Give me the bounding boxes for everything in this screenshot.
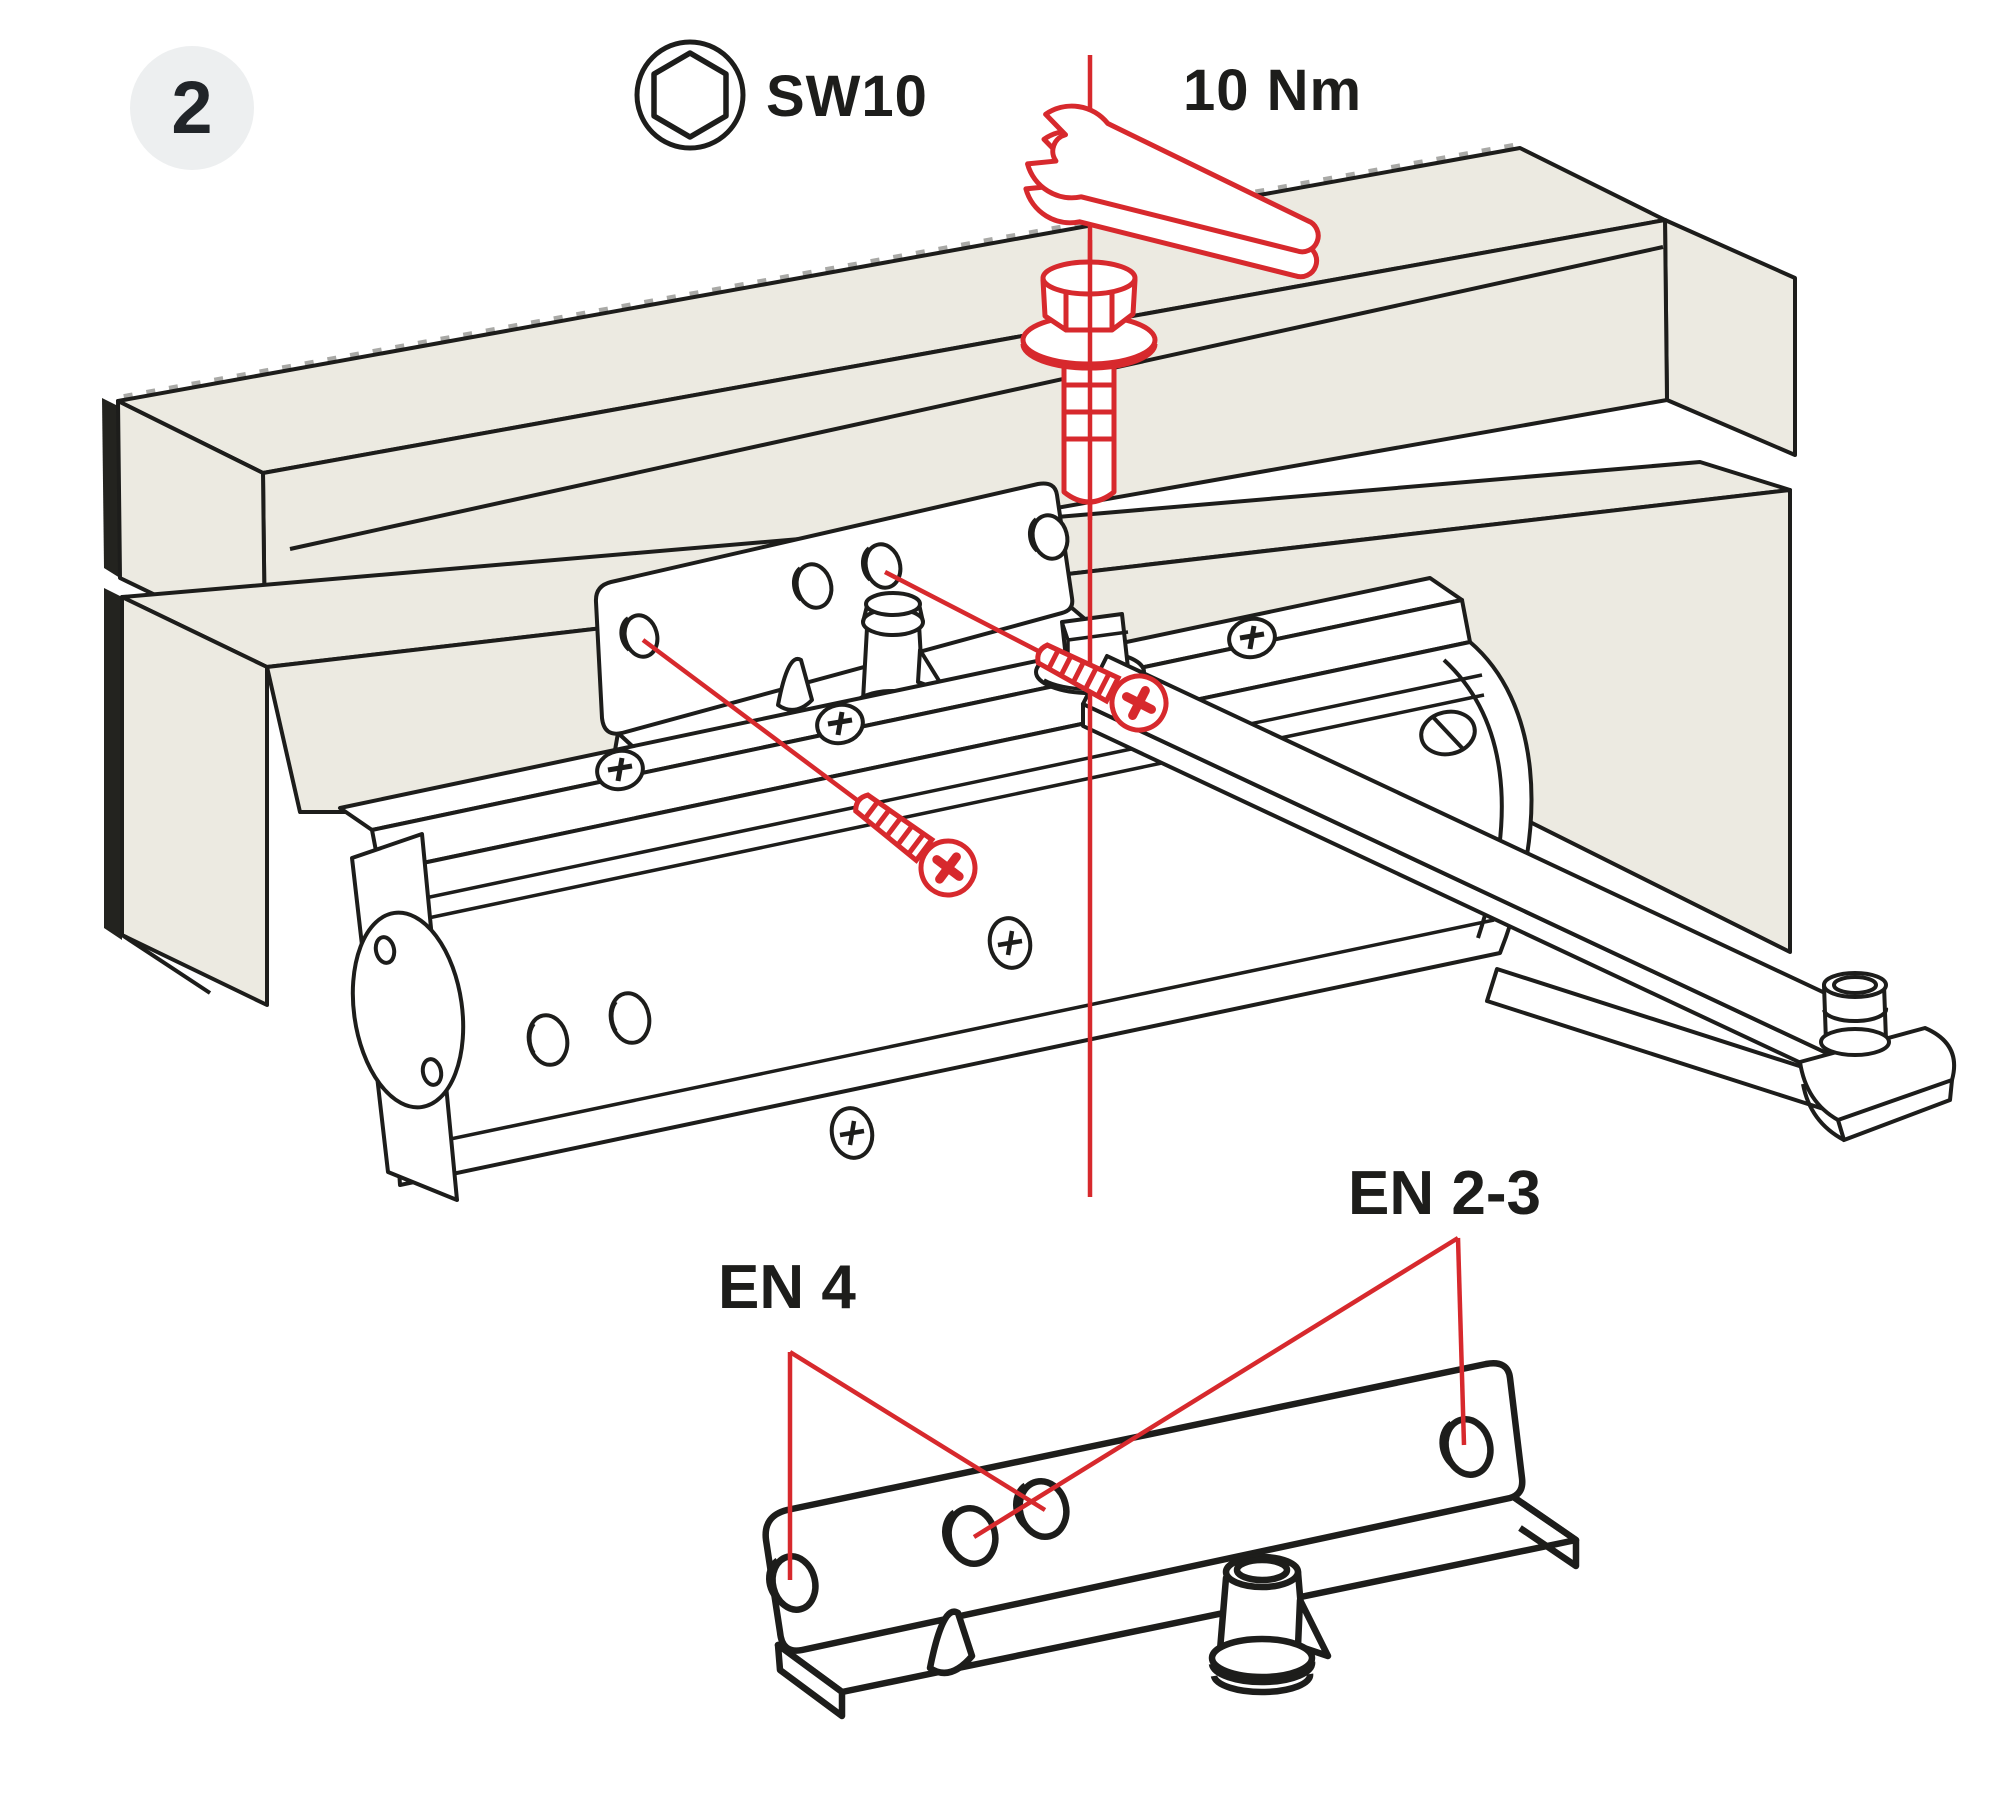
en-labels: EN 4 EN 2-3 — [718, 1159, 1541, 1580]
screw-leader-upper — [883, 570, 1169, 733]
bracket-hole-right — [1027, 513, 1070, 561]
step-badge: 2 — [130, 46, 254, 170]
bracket-hole-mid-left — [791, 562, 834, 610]
closer-face-screw-a — [829, 1106, 875, 1160]
torque-label: 10 Nm — [1183, 58, 1362, 123]
hex-socket-icon — [634, 39, 746, 151]
closer-end-cap — [350, 832, 466, 1202]
open-end-wrench-icon — [1023, 103, 1321, 280]
closer-arm — [1081, 654, 1957, 1142]
detail-pivot-pin — [1208, 1553, 1332, 1696]
bracket-detail-view — [762, 1360, 1580, 1720]
closer-screw-3 — [1227, 616, 1277, 660]
detail-hole-left — [766, 1553, 819, 1613]
arm-foot — [1798, 971, 1957, 1142]
closer-screw-2 — [815, 702, 865, 746]
label-en23: EN 2-3 — [1348, 1159, 1541, 1228]
detail-hole-mid-left — [942, 1505, 999, 1567]
screw-leader-lower — [641, 638, 978, 898]
closer-face-screw-b — [987, 916, 1033, 970]
label-en4: EN 4 — [718, 1253, 856, 1322]
closer-screw-1 — [595, 748, 645, 792]
socket-size-label: SW10 — [766, 64, 928, 129]
closer-valve-screw — [1419, 709, 1477, 757]
step-number: 2 — [171, 66, 212, 149]
